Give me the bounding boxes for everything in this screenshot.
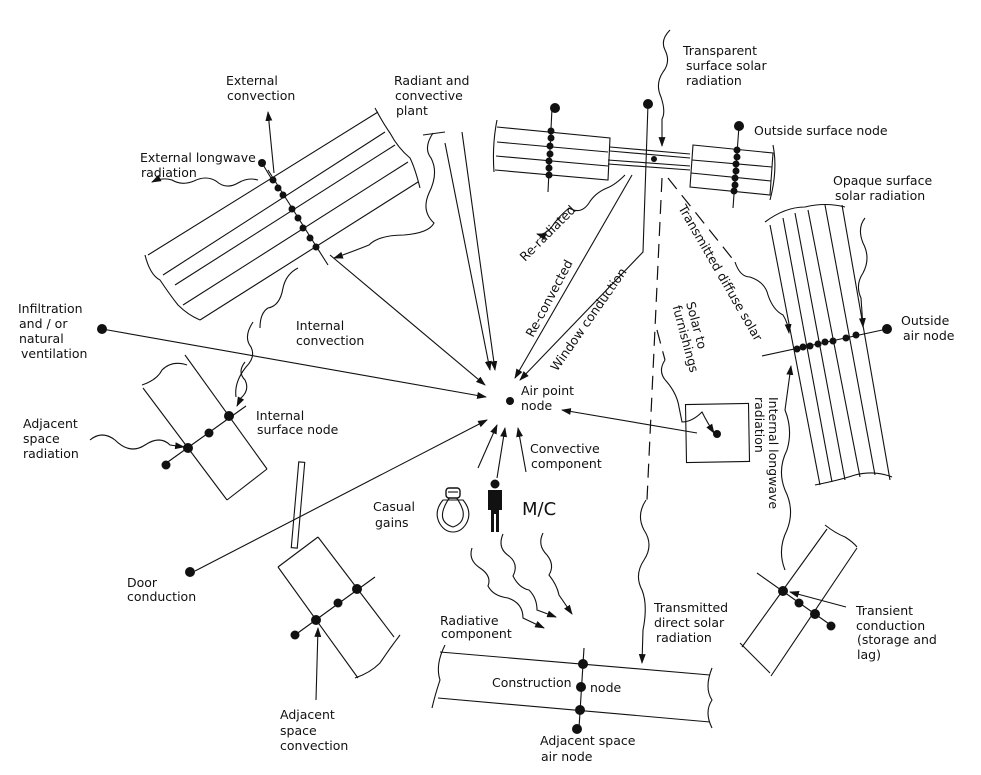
transient-conduction-arrow xyxy=(789,590,847,608)
plant-radiant-arrow xyxy=(333,132,436,259)
transparent-solar-arrow xyxy=(657,29,671,147)
svg-text:Internal longwave: Internal longwave xyxy=(766,397,781,509)
door-slab xyxy=(290,461,306,549)
upper-left-wall xyxy=(144,107,421,321)
wall-nodes xyxy=(258,159,320,251)
solar-furnishings-arrow xyxy=(660,359,715,434)
label-re-convected: Re-convected xyxy=(522,257,575,339)
furnishings-box xyxy=(684,402,751,464)
window-assembly xyxy=(492,99,776,381)
right-opaque-wall xyxy=(761,203,893,486)
convective-component-arrow xyxy=(516,427,527,473)
transmitted-diffuse-dashed xyxy=(667,177,736,263)
solar-furnishings-dashed xyxy=(656,329,666,361)
door-conduction-arrow xyxy=(194,419,488,572)
radiant-convective-plant xyxy=(329,131,498,386)
adjacent-radiation-arrow xyxy=(89,434,185,450)
radiative-arrow-3 xyxy=(540,532,573,615)
label-re-radiated: Re-radiated xyxy=(517,202,579,264)
infiltration-node xyxy=(97,324,107,334)
re-radiated-arrow xyxy=(536,174,626,241)
internal-convection-arrow xyxy=(236,361,248,407)
air-point-node xyxy=(506,397,514,405)
re-convected-arrow xyxy=(514,174,633,379)
label-internal-longwave: Internal longwave radiation xyxy=(752,397,781,509)
label-solar-furnishings: Solar to furnishings xyxy=(670,300,711,374)
external-convection-arrow xyxy=(265,111,275,174)
label-mc: M/C xyxy=(522,499,556,520)
internal-longwave-arrow xyxy=(780,365,794,571)
transmitted-diffuse-arrow xyxy=(734,261,792,334)
external-longwave-arrow xyxy=(151,174,259,187)
left-internal-wall xyxy=(141,354,268,501)
transmitted-direct-arrow xyxy=(637,499,650,664)
svg-text:radiation: radiation xyxy=(752,397,767,453)
lower-right-wall xyxy=(739,524,858,677)
gains-arrow-2 xyxy=(496,427,508,479)
radiative-arrow-2 xyxy=(500,533,557,618)
opaque-solar-arrow xyxy=(857,217,868,328)
person-icon xyxy=(488,479,502,532)
infiltration-arrow xyxy=(101,328,487,399)
gains-arrow-1 xyxy=(477,424,498,469)
door-node xyxy=(185,567,195,577)
internal-convection-wave xyxy=(235,321,254,398)
construction-slab xyxy=(431,644,713,734)
transmitted-direct-dashed xyxy=(646,177,663,501)
label-outside-surface-node: Outside surface node xyxy=(754,123,888,138)
lower-left-wall xyxy=(277,536,401,679)
furnishings-to-air-arrow xyxy=(561,408,698,434)
radiative-arrow-1 xyxy=(470,547,545,629)
light-bulb-icon xyxy=(436,487,470,533)
adjacent-convection-arrow xyxy=(314,627,322,701)
furnishings-node xyxy=(713,430,721,438)
internal-longwave-wave xyxy=(259,267,299,329)
